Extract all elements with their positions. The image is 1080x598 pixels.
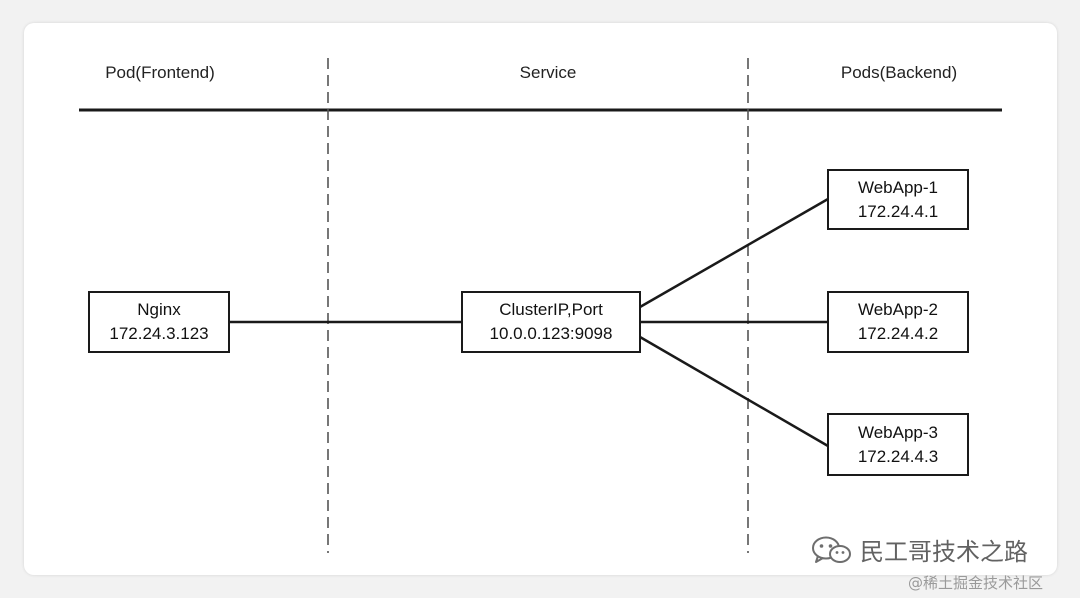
node-webapp-1-name: WebApp-1 [858,178,938,197]
node-webapp-2-box [827,291,969,353]
wechat-icon [812,536,851,563]
node-webapp-3: WebApp-3 172.24.4.3 [827,413,969,476]
node-webapp-1-ip: 172.24.4.1 [858,202,938,221]
node-webapp-3-ip: 172.24.4.3 [858,447,938,466]
node-webapp-3-box [827,413,969,476]
lane-title-backend: Pods(Backend) [841,63,957,82]
node-service: ClusterIP,Port 10.0.0.123:9098 [461,291,641,353]
node-service-box [461,291,641,353]
node-webapp-1: WebApp-1 172.24.4.1 [827,169,969,230]
node-webapp-1-box [827,169,969,230]
node-webapp-2: WebApp-2 172.24.4.2 [827,291,969,353]
watermark: 民工哥技术之路 [810,532,1028,567]
node-webapp-2-name: WebApp-2 [858,300,938,319]
lane-title-frontend: Pod(Frontend) [105,63,215,82]
node-service-name: ClusterIP,Port [499,300,603,319]
node-nginx-box [88,291,230,353]
node-nginx: Nginx 172.24.3.123 [88,291,230,353]
sub-watermark: @稀土掘金技术社区 [908,574,1044,592]
node-nginx-name: Nginx [137,300,181,319]
node-nginx-ip: 172.24.3.123 [109,324,208,343]
connector-service-webapp1 [639,197,829,309]
node-webapp-3-name: WebApp-3 [858,423,938,442]
node-webapp-2-ip: 172.24.4.2 [858,324,938,343]
watermark-text: 民工哥技术之路 [860,538,1028,566]
lane-title-service: Service [520,63,577,82]
connector-service-webapp3 [639,335,829,448]
node-service-ip: 10.0.0.123:9098 [490,324,613,343]
